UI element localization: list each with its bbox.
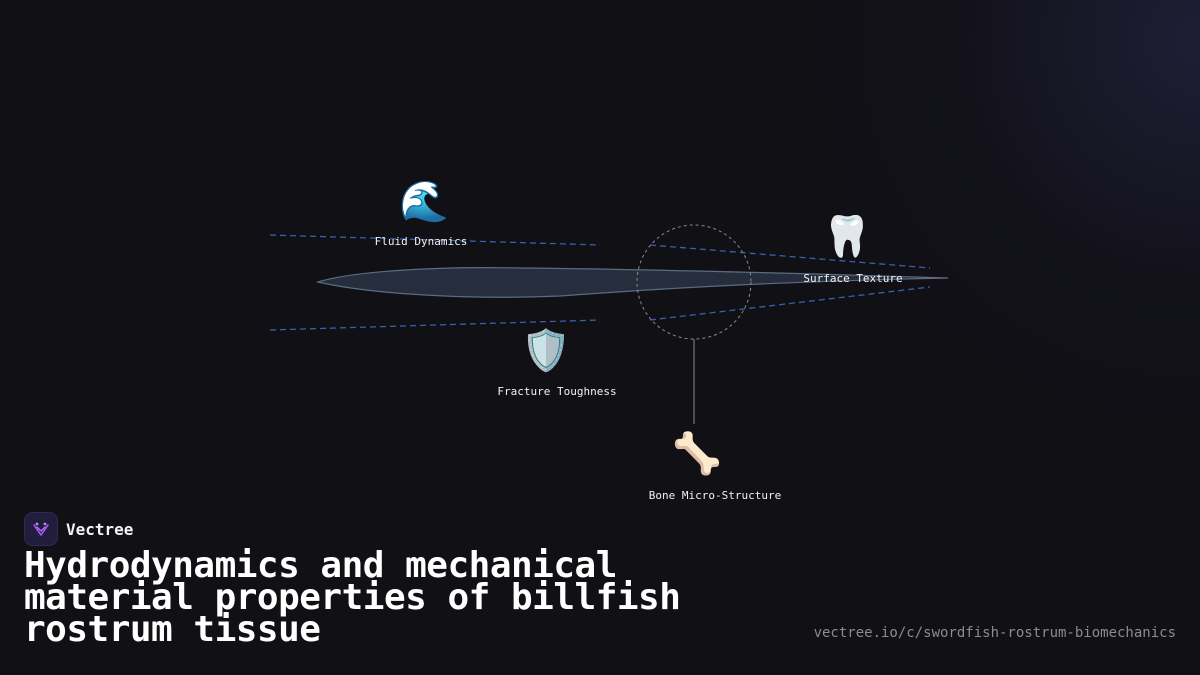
node-label-bone-micro-structure: Bone Micro-Structure <box>648 489 782 502</box>
vectree-logo-icon <box>24 512 58 546</box>
rostrum-shape <box>315 267 949 298</box>
flow-line-tip-upper <box>649 244 931 269</box>
page-title: Hydrodynamics and mechanical material pr… <box>24 545 681 650</box>
wave-icon: 🌊 <box>399 179 449 225</box>
tooth-icon: 🦷 <box>822 214 872 260</box>
flow-line-upper <box>269 234 601 246</box>
node-label-fracture-toughness: Fracture Toughness <box>497 385 617 398</box>
shield-icon: 🛡️ <box>521 328 571 374</box>
bone-icon: 🦴 <box>672 431 722 477</box>
brand: Vectree <box>24 512 133 546</box>
brand-name: Vectree <box>66 519 134 539</box>
magnifier-circle <box>636 224 752 340</box>
flow-line-tip-lower <box>649 286 931 321</box>
node-label-surface-texture: Surface Texture <box>803 272 903 285</box>
node-label-fluid-dynamics: Fluid Dynamics <box>374 235 468 248</box>
flow-line-lower <box>269 319 601 331</box>
source-url: vectree.io/c/swordfish-rostrum-biomechan… <box>813 625 1176 641</box>
